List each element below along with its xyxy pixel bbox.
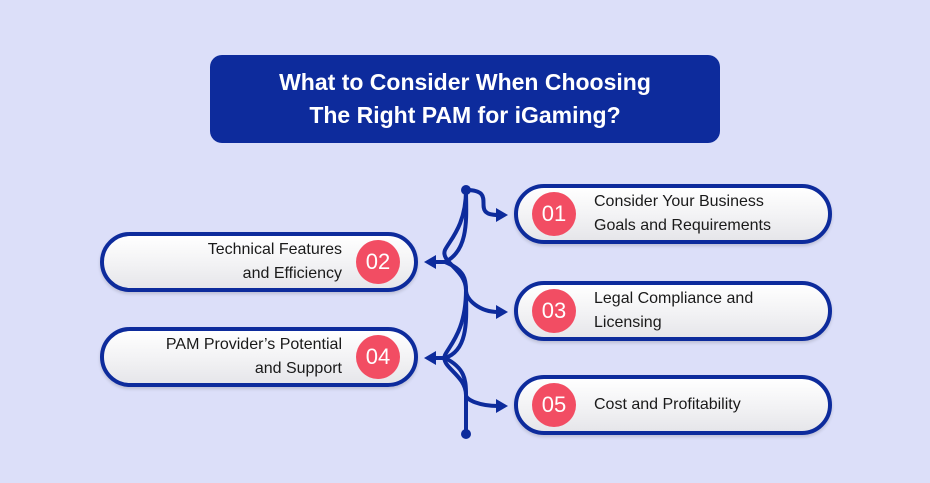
- step-02-label-line-1: Technical Features: [207, 241, 342, 258]
- arrow-03: [496, 305, 508, 319]
- step-01-label-line-2: Goals and Requirements: [594, 217, 771, 234]
- arrow-01: [496, 208, 508, 222]
- title-line-1: What to Consider When Choosing: [279, 69, 651, 95]
- step-01-label-line-1: Consider Your Business: [594, 193, 764, 210]
- step-02-label: Technical Features and Efficiency: [208, 238, 342, 286]
- step-04-label-line-2: and Support: [254, 360, 342, 377]
- step-03-label-line-1: Legal Compliance and: [594, 290, 754, 307]
- step-04-card: PAM Provider’s Potential and Support 04: [100, 327, 418, 387]
- title-line-2: The Right PAM for iGaming?: [309, 102, 621, 128]
- step-01-badge: 01: [532, 192, 576, 236]
- step-05-badge: 05: [532, 383, 576, 427]
- step-01-label: Consider Your Business Goals and Require…: [594, 190, 771, 238]
- step-04-label-line-1: PAM Provider’s Potential: [165, 336, 342, 353]
- step-02-badge: 02: [356, 240, 400, 284]
- step-03-badge: 03: [532, 289, 576, 333]
- connector-start-dot: [461, 185, 471, 195]
- step-01-card: 01 Consider Your Business Goals and Requ…: [514, 184, 832, 244]
- step-03-label: Legal Compliance and Licensing: [594, 287, 753, 335]
- arrow-04: [424, 351, 436, 365]
- step-05-card: 05 Cost and Profitability: [514, 375, 832, 435]
- step-02-card: Technical Features and Efficiency 02: [100, 232, 418, 292]
- arrow-05: [496, 399, 508, 413]
- arrow-02: [424, 255, 436, 269]
- step-05-label-line-1: Cost and Profitability: [594, 396, 741, 413]
- step-03-card: 03 Legal Compliance and Licensing: [514, 281, 832, 341]
- step-02-label-line-2: and Efficiency: [242, 265, 342, 282]
- step-04-badge: 04: [356, 335, 400, 379]
- step-03-label-line-2: Licensing: [594, 314, 662, 331]
- connector-end-dot: [461, 429, 471, 439]
- step-05-label: Cost and Profitability: [594, 393, 741, 417]
- title-box: What to Consider When Choosing The Right…: [210, 55, 720, 143]
- step-04-label: PAM Provider’s Potential and Support: [166, 333, 342, 381]
